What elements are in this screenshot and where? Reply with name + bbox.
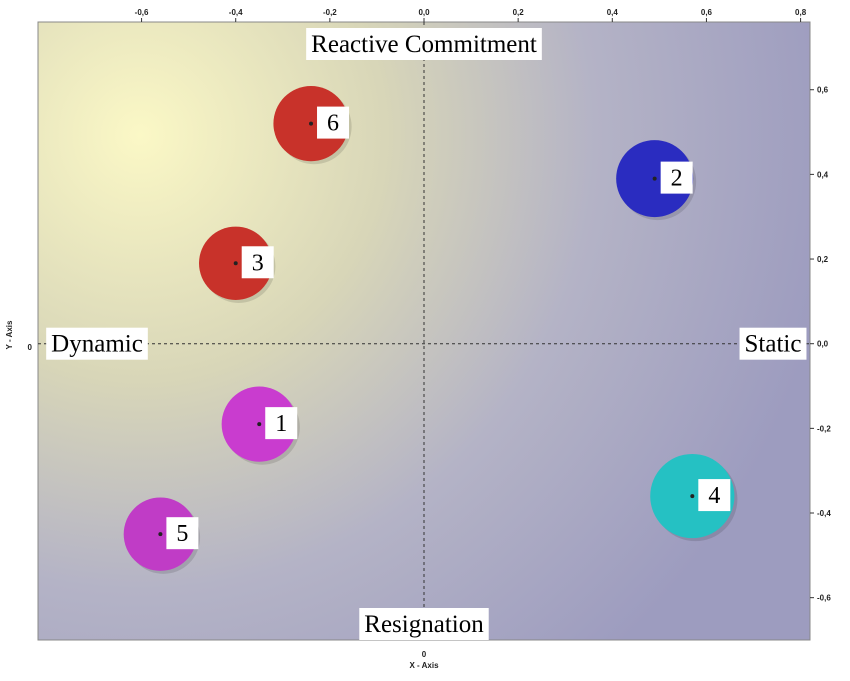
y-tick-label: -0,2 — [817, 424, 831, 433]
point-label: 5 — [176, 521, 188, 547]
point-label-box — [166, 517, 199, 550]
x-tick-label: -0,4 — [229, 8, 243, 17]
quadrant-label-left: Dynamic — [51, 331, 143, 358]
x-axis-title: X - Axis — [409, 661, 439, 670]
y-zero-label: 0 — [28, 343, 33, 352]
y-tick-label: -0,6 — [817, 594, 831, 603]
x-axis-ticks: -0,6 -0,4 -0,2 0,0 0,2 0,4 0,6 0,8 — [135, 8, 807, 22]
point-label: 1 — [275, 411, 287, 437]
x-tick-label: 0,8 — [795, 8, 807, 17]
y-tick-label: 0,4 — [817, 170, 829, 179]
point-label: 2 — [671, 166, 683, 192]
point-label-box — [698, 479, 731, 512]
data-point-center — [158, 532, 163, 537]
x-tick-label: 0,0 — [418, 8, 430, 17]
y-tick-label: 0,0 — [817, 340, 829, 349]
quadrant-labels: Reactive Commitment Resignation Dynamic … — [46, 28, 807, 640]
x-zero-label: 0 — [422, 650, 427, 659]
point-label-box — [241, 246, 274, 279]
quadrant-label-top: Reactive Commitment — [311, 31, 537, 58]
point-label: 4 — [708, 483, 720, 509]
y-tick-label: 0,6 — [817, 86, 829, 95]
quadrant-label-right: Static — [745, 331, 802, 358]
y-tick-label: 0,2 — [817, 255, 829, 264]
x-tick-label: 0,4 — [607, 8, 619, 17]
y-axis-ticks: 0,6 0,4 0,2 0,0 -0,2 -0,4 -0,6 — [810, 86, 831, 603]
x-tick-label: -0,6 — [135, 8, 149, 17]
x-tick-label: -0,2 — [323, 8, 337, 17]
data-point-center — [257, 422, 262, 427]
point-label-box — [265, 407, 298, 440]
y-axis-title: Y - Axis — [5, 320, 14, 349]
quadrant-label-bottom: Resignation — [364, 611, 484, 638]
point-label: 6 — [327, 111, 339, 137]
data-point-center — [652, 176, 657, 181]
point-label: 3 — [252, 250, 264, 276]
quadrant-lines — [38, 22, 810, 640]
x-tick-label: 0,6 — [701, 8, 713, 17]
data-points: 1 2 3 4 5 6 — [123, 85, 738, 574]
data-point-center — [233, 261, 238, 266]
point-label-box — [317, 106, 350, 139]
x-tick-label: 0,2 — [513, 8, 525, 17]
point-label-box — [660, 161, 693, 194]
data-point-center — [309, 121, 314, 126]
y-tick-label: -0,4 — [817, 509, 831, 518]
data-point-center — [690, 494, 695, 499]
